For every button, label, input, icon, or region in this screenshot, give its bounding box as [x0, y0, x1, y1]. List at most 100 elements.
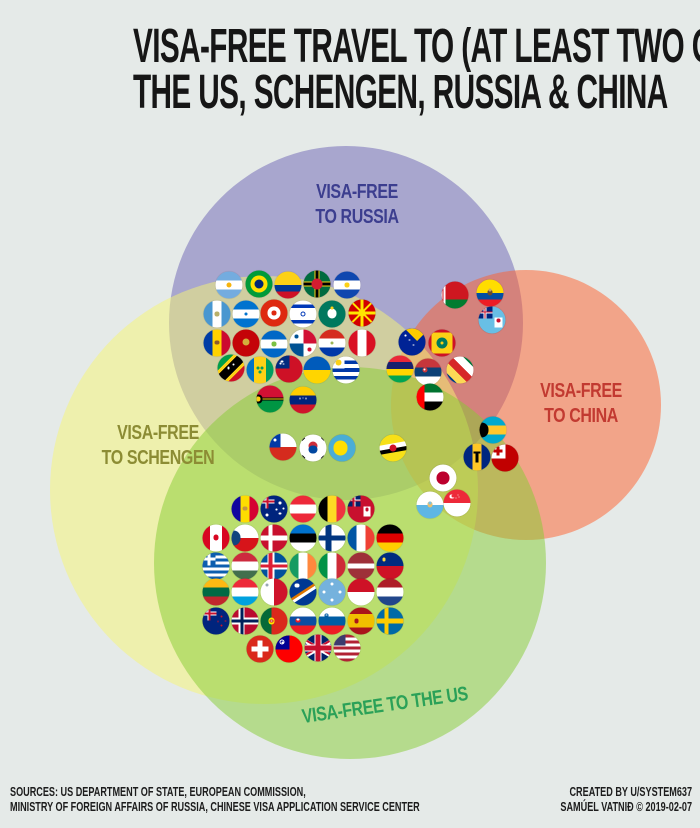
flag-denmark [260, 524, 288, 552]
flag-uruguay [332, 356, 360, 384]
flag-emblem-dot [294, 334, 299, 339]
flag-emblem-dot [214, 340, 220, 345]
flag-emblem-dot [281, 641, 284, 644]
flag-emblem-dot [322, 590, 326, 594]
flag-emblem-dot [242, 506, 248, 511]
flag-moldova [203, 329, 231, 357]
flag-emblem-bar [403, 328, 426, 341]
flag-guatemala [203, 300, 231, 328]
flag-emblem-dot [302, 397, 304, 399]
flag-emblem-dot [271, 310, 277, 316]
flag-honduras [232, 300, 260, 328]
flag-austria [289, 495, 317, 523]
flag-saint-kitts-and-nevis [217, 354, 245, 382]
flag-marshall-islands [289, 578, 317, 606]
flag-emblem-dot [335, 359, 342, 366]
flag-greece [202, 552, 230, 580]
flag-netherlands [376, 578, 404, 606]
flag-brunei [379, 434, 407, 462]
flag-emblem-bar [442, 281, 444, 309]
flag-emblem-bar [416, 383, 425, 411]
flag-emblem-bar [268, 552, 273, 580]
flag-australia [260, 495, 288, 523]
flag-portugal [260, 607, 288, 635]
label-line: TO RUSSIA [315, 206, 399, 228]
flag-estonia [289, 524, 317, 552]
flag-emblem-bar [333, 634, 346, 646]
flag-emblem-bar [494, 317, 503, 327]
flag-japan [429, 464, 457, 492]
flag-luxembourg [231, 578, 259, 606]
flag-emblem-dot [330, 582, 334, 586]
flag-iceland [260, 552, 288, 580]
label-line: TO CHINA [544, 405, 618, 427]
flag-emblem-bar [266, 495, 269, 509]
flag-finland [318, 524, 346, 552]
flag-emblem-dot [451, 494, 456, 498]
flag-czech-republic [231, 524, 259, 552]
flag-chile [269, 433, 297, 461]
flag-el-salvador [333, 271, 361, 299]
flag-slovakia [289, 607, 317, 635]
flag-emblem-bar [231, 619, 259, 623]
flag-emblem-dot [227, 366, 230, 370]
flag-emblem-dot [258, 370, 262, 374]
flag-emblem-dot [496, 318, 501, 323]
flag-emblem-dot [382, 557, 386, 562]
flag-peru [348, 329, 376, 357]
flag-emblem-bar [318, 535, 346, 541]
flag-bermuda [347, 495, 375, 523]
flag-emblem-bar [301, 437, 306, 442]
flag-emblem-bar [484, 306, 486, 319]
credit-line-2: SAMÚEL VATNIÐ © 2019-02-07 [560, 799, 692, 814]
flag-macau [318, 300, 346, 328]
flag-latvia [347, 552, 375, 580]
flag-emblem-bar [363, 506, 371, 516]
flag-dominica [303, 270, 331, 298]
flag-emblem-bar [320, 454, 325, 459]
flag-emblem-dot [325, 614, 328, 616]
flag-belgium [318, 495, 346, 523]
flag-emblem-dot [226, 282, 232, 288]
flag-emblem-dot [254, 279, 264, 289]
label-line: VISA-FREE [117, 422, 199, 444]
flag-lithuania [202, 578, 230, 606]
flag-emblem-bar [384, 607, 389, 635]
sources-line-2: MINISTRY OF FOREIGN AFFAIRS OF RUSSIA, C… [10, 799, 420, 814]
flag-emblem-dot [327, 308, 337, 319]
flag-fiji [478, 306, 506, 334]
flag-hungary [231, 552, 259, 580]
flag-nicaragua [260, 330, 288, 358]
flag-south-korea [299, 434, 327, 462]
sources-line-1: SOURCES: US DEPARTMENT OF STATE, EUROPEA… [10, 784, 306, 799]
flag-montenegro [232, 329, 260, 357]
flag-ukraine [303, 356, 331, 384]
flag-emblem-bar [303, 329, 317, 343]
flag-emblem-dot [428, 501, 432, 505]
flag-emblem-bar [301, 454, 306, 459]
flag-grenada [428, 329, 456, 357]
credit-line-1: CREATED BY U/SYSTEM637 [569, 784, 692, 799]
flag-emblem-dot [305, 397, 307, 400]
flag-emblem-dot [344, 282, 350, 288]
label-line: TO SCHENGEN [101, 447, 215, 469]
label-visa-free-to-schengen: VISA-FREE TO SCHENGEN [88, 421, 229, 471]
flag-emblem-dot [455, 497, 457, 499]
flag-emblem-dot [220, 624, 223, 627]
flag-belarus [441, 281, 469, 309]
flag-emblem-bar [256, 398, 284, 400]
flag-emblem-dot [389, 444, 397, 452]
flag-emblem-dot [311, 278, 323, 290]
flag-ireland [289, 552, 317, 580]
flag-emblem-dot [270, 620, 273, 622]
flag-taiwan [275, 635, 303, 663]
flag-emblem-dot [231, 530, 241, 546]
flag-emblem-dot [365, 507, 369, 512]
flag-emblem-dot [308, 445, 318, 454]
flag-emblem-dot [220, 615, 223, 618]
flag-singapore [443, 489, 471, 517]
flag-emblem-bar [207, 552, 211, 566]
flag-brazil [245, 270, 273, 298]
flag-emblem-bar [289, 343, 303, 357]
